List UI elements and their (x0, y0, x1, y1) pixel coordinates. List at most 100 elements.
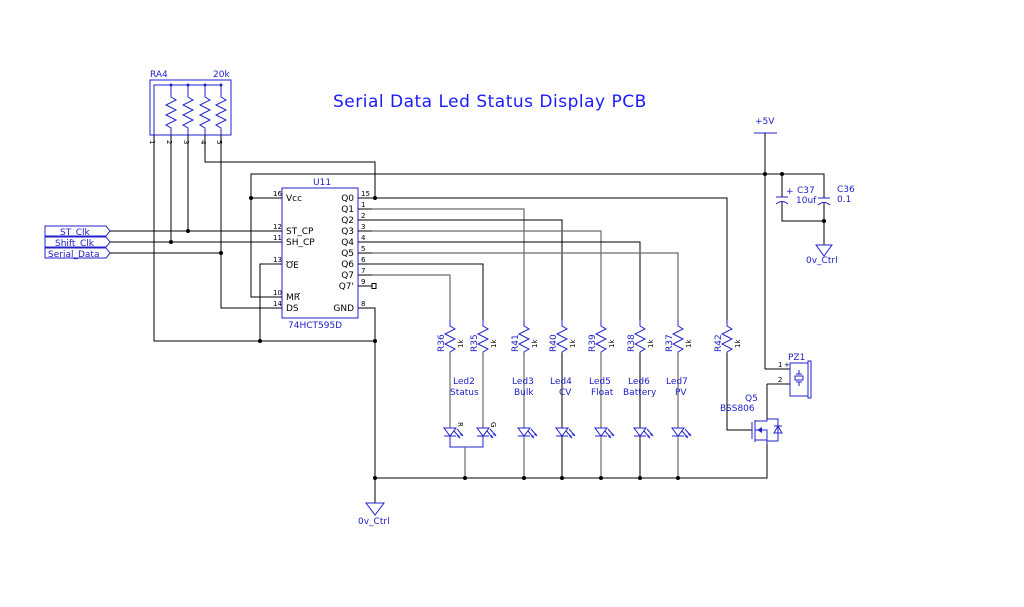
ra4-common-bus (153, 84, 221, 135)
led-name: PV (675, 388, 687, 398)
ic-pin-name: Q4 (341, 238, 354, 248)
ic-pin-num: 8 (361, 300, 365, 308)
wire-q7 (372, 274, 451, 320)
ic-part: 74HCT595D (288, 321, 342, 331)
ic-aux-wires (249, 173, 765, 478)
led-name: Float (591, 388, 614, 398)
led-ref: Led3 (512, 377, 534, 387)
resistor-ref: R39 (588, 334, 598, 352)
ra4-pin-4: 4 (199, 140, 207, 145)
ic-pin-name: OE (286, 261, 299, 271)
gnd-label-top: 0v_Ctrl (806, 256, 838, 266)
resistor-r39: R39 1k (588, 320, 616, 353)
led-ref: Led2 (453, 377, 475, 387)
ic-pin-num: 6 (361, 256, 366, 264)
ports: ST_Clk Shift_Clk Serial_Data (44, 225, 280, 260)
ic-pin-name: MR (286, 293, 300, 303)
c36-value: 0.1 (837, 195, 851, 205)
wire-q3 (372, 230, 602, 320)
ic-pin-name: GND (333, 304, 354, 314)
ic-pin-num: 5 (361, 245, 365, 253)
q5-ref: Q5 (745, 394, 758, 404)
resistor-ref: R40 (549, 334, 559, 352)
ra4-pin-3: 3 (182, 140, 190, 144)
c37-ref: C37 (797, 186, 815, 196)
output-wires (372, 197, 728, 320)
ra4-pin-5: 5 (215, 140, 223, 144)
ic-pin-name: Q7' (339, 282, 354, 292)
gnd-rail: 0v_Ctrl (358, 476, 765, 527)
ic-pin-num: 14 (273, 300, 282, 308)
ra4-resistor-2 (164, 85, 178, 135)
q7s-no-connect (371, 283, 377, 289)
junction (219, 251, 223, 255)
ic-pin-num: 9 (361, 278, 365, 286)
ic-pin-num: 16 (273, 190, 282, 198)
port-serial-data[interactable] (44, 247, 111, 259)
c36-plate-bottom (817, 202, 831, 206)
port-st-clk[interactable] (44, 225, 111, 237)
wire-oe (259, 263, 262, 341)
led2-color-r: R (456, 422, 464, 427)
resistor-ref: R37 (665, 334, 675, 352)
c37-plate-bottom (775, 201, 789, 205)
wire-q5 (372, 252, 679, 320)
ic-pin-name: Q0 (341, 194, 354, 204)
wire-q1 (372, 208, 525, 320)
port-serial-data-label: Serial_Data (48, 250, 99, 260)
ra4-resistor-3 (181, 85, 195, 135)
led-name: Bulk (514, 388, 534, 398)
ra4-resistors (164, 83, 228, 135)
vcc-label: +5V (755, 117, 775, 127)
junction (169, 240, 173, 244)
c37-polarity: + (786, 187, 794, 197)
ra4-pin-1: 1 (148, 140, 156, 144)
ic-pin-name: SH_CP (286, 238, 315, 248)
transistor-q5: Q5 BSS806 (720, 353, 783, 479)
port-shift-clk-label: Shift_Clk (55, 239, 95, 249)
resistor-value: 1k (685, 339, 693, 348)
ic-pin-name: Q7 (341, 271, 354, 281)
pz1-body-edge (807, 360, 812, 399)
pz1-pin1-polarity: + (784, 361, 790, 369)
ic-pin-num: 1 (361, 201, 365, 209)
resistor-ref: R35 (470, 334, 480, 352)
ic-pin-name: Vcc (286, 194, 302, 204)
resistor-value: 1k (608, 339, 616, 348)
led2-color-g: G (489, 422, 497, 427)
schematic-title: Serial Data Led Status Display PCB (333, 92, 647, 112)
resistor-value: 1k (569, 339, 577, 348)
q5-part: BSS806 (720, 404, 755, 414)
pz1-pin1: 1 (778, 361, 782, 369)
ic-pin-name: Q6 (341, 260, 354, 270)
resistor-ref: R42 (714, 334, 724, 352)
ic-pin-name: Q5 (341, 249, 354, 259)
ra4-value: 20k (213, 70, 230, 80)
led-ref: Led6 (628, 377, 650, 387)
wire-q4 (372, 241, 641, 320)
ic-pin-num: 13 (273, 256, 282, 264)
resistor-value: 1k (647, 339, 655, 348)
wire-q0 (372, 197, 728, 320)
ic-pin-num: 12 (273, 223, 282, 231)
ic-pin-name: ST_CP (286, 227, 314, 237)
port-shift-clk[interactable] (44, 236, 111, 248)
led-ref: Led5 (589, 377, 611, 387)
wire-q6 (372, 263, 484, 320)
ic-pin-num: 10 (273, 289, 282, 297)
c36-ref: C36 (837, 185, 855, 195)
ic-pin-num: 11 (273, 234, 282, 242)
resistor-ref: R41 (511, 334, 521, 352)
ra4-resistor-4 (198, 85, 212, 135)
junction (186, 229, 190, 233)
ic-ref: U11 (313, 178, 331, 188)
